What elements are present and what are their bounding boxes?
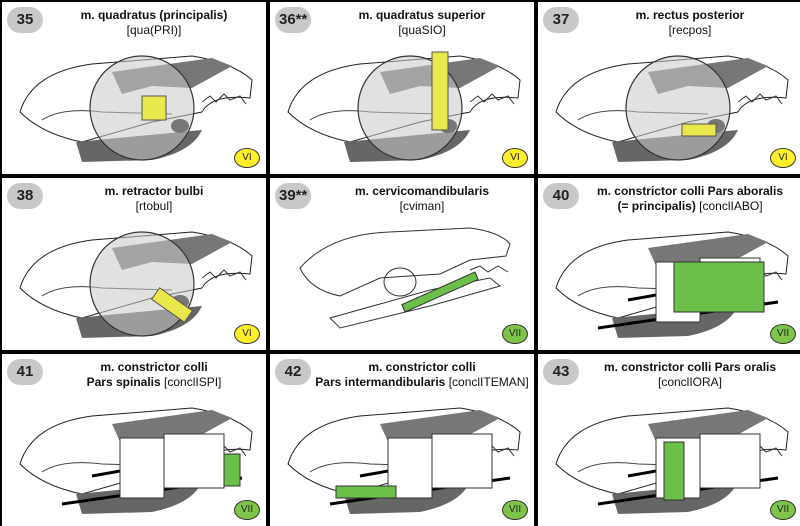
panel-title: m. constrictor colli Pars aboralis (= pr… — [582, 184, 798, 214]
muscle-illustration — [555, 407, 789, 514]
panel-number: 35 — [7, 7, 43, 33]
panel-number: 40 — [543, 183, 579, 209]
panel-title: m. cervicomandibularis [cviman] — [314, 184, 530, 214]
muscle-illustration — [299, 227, 511, 329]
muscle-abbreviation: [conclIORA] — [657, 375, 723, 389]
panel-title: m. constrictor colli Pars oralis [conclI… — [582, 360, 798, 390]
panel-title: m. rectus posterior [recpos] — [582, 8, 798, 38]
nerve-badge: VI — [234, 324, 260, 344]
panel-41: 41 m. constrictor colli Pars spinalis [c… — [2, 354, 266, 526]
panel-title: m. quadratus superior [quaSIO] — [314, 8, 530, 38]
panel-number: 41 — [7, 359, 43, 385]
muscle-name: m. constrictor colli — [368, 360, 476, 374]
muscle-name: m. quadratus superior — [358, 8, 486, 22]
vertebra-outline — [469, 93, 515, 105]
panel-title: m. quadratus (principalis) [qua(PRI)] — [46, 8, 262, 38]
vertebra-outline — [737, 93, 783, 105]
panel-number: 37 — [543, 7, 579, 33]
muscle-name: m. constrictor colli Pars oralis — [603, 360, 777, 374]
muscle-illustration — [19, 407, 253, 514]
skull-suture-line — [577, 462, 709, 473]
nerve-badge: VI — [770, 148, 796, 168]
nerve-badge: VII — [502, 324, 528, 344]
skull-suture-line — [309, 462, 441, 473]
panel-35: 35 m. quadratus (principalis) [qua(PRI)]… — [2, 2, 266, 174]
panel-number: 43 — [543, 359, 579, 385]
highlighted-muscle — [150, 287, 194, 323]
muscle-abbreviation: [conclISPI] — [164, 375, 222, 389]
muscle-name: m. cervicomandibularis — [354, 184, 490, 198]
muscle-name-part2: Pars intermandibularis — [315, 375, 446, 389]
muscle-illustration — [287, 407, 521, 514]
dark-bone-region — [648, 234, 768, 270]
highlighted-muscle — [141, 95, 167, 121]
nerve-badge: VI — [502, 148, 528, 168]
eye-orbit-circle — [625, 55, 731, 161]
panel-number: 36** — [275, 7, 312, 33]
muscle-name: m. rectus posterior — [635, 8, 745, 22]
panel-36: 36** m. quadratus superior [quaSIO] VI — [270, 2, 534, 174]
nerve-badge: VII — [502, 500, 528, 520]
panel-37: 37 m. rectus posterior [recpos] VI — [538, 2, 800, 174]
panel-title: m. retractor bulbi [rtobul] — [46, 184, 262, 214]
eye-lens-spot — [171, 119, 189, 133]
panel-38: 38 m. retractor bulbi [rtobul] VI — [2, 178, 266, 350]
muscle-name-part2: (= principalis) — [617, 199, 696, 213]
nerve-badge: VII — [770, 324, 796, 344]
highlighted-muscle — [681, 123, 717, 137]
muscle-box-anterior — [119, 437, 165, 499]
muscle-name-part2: Pars spinalis — [86, 375, 161, 389]
muscle-illustration — [555, 55, 789, 162]
muscle-abbreviation: [qua(PRI)] — [126, 23, 182, 37]
dark-bone-region — [648, 410, 768, 446]
highlighted-muscle — [223, 453, 241, 487]
muscle-illustration — [19, 231, 253, 338]
nerve-badge: VII — [234, 500, 260, 520]
skull-suture-line — [577, 286, 709, 297]
panel-number: 38 — [7, 183, 43, 209]
dark-bone-region — [380, 410, 500, 446]
nerve-badge: VII — [770, 500, 796, 520]
highlighted-muscle — [673, 261, 765, 313]
highlighted-muscle — [401, 271, 479, 313]
skull-suture-line — [41, 462, 173, 473]
muscle-name: m. constrictor colli Pars aboralis — [596, 184, 784, 198]
muscle-box-posterior — [431, 433, 493, 489]
panel-39: 39** m. cervicomandibularis [cviman] VII — [270, 178, 534, 350]
muscle-illustration — [19, 55, 253, 162]
muscle-name: m. retractor bulbi — [104, 184, 204, 198]
eye-orbit-circle — [89, 231, 195, 337]
orbit-outline — [383, 267, 417, 297]
muscle-abbreviation: [recpos] — [668, 23, 712, 37]
panel-43: 43 m. constrictor colli Pars oralis [con… — [538, 354, 800, 526]
vertebra-outline — [201, 269, 247, 281]
panel-40: 40 m. constrictor colli Pars aboralis (=… — [538, 178, 800, 350]
muscle-illustration — [555, 231, 789, 338]
vertebra-outline — [201, 93, 247, 105]
muscle-abbreviation: [cviman] — [399, 199, 445, 213]
muscle-box-posterior — [699, 433, 761, 489]
vertebra-outline — [469, 265, 509, 273]
muscle-illustration — [287, 51, 521, 162]
muscle-abbreviation: [quaSIO] — [398, 23, 446, 37]
panel-title: m. constrictor colli Pars spinalis [conc… — [46, 360, 262, 390]
dark-bone-region — [112, 410, 232, 446]
muscle-abbreviation: [conclITEMAN] — [448, 375, 529, 389]
muscle-abbreviation: [conclIABO] — [699, 199, 763, 213]
highlighted-muscle — [431, 51, 449, 131]
panel-number: 42 — [275, 359, 311, 385]
highlighted-muscle — [335, 485, 397, 499]
muscle-abbreviation: [rtobul] — [135, 199, 173, 213]
muscle-box-posterior — [163, 433, 225, 489]
panel-number: 39** — [275, 183, 312, 209]
panel-42: 42 m. constrictor colli Pars intermandib… — [270, 354, 534, 526]
highlighted-muscle — [663, 441, 685, 501]
nerve-badge: VI — [234, 148, 260, 168]
skull-outline — [299, 227, 511, 297]
muscle-name: m. quadratus (principalis) — [80, 8, 228, 22]
muscle-name: m. constrictor colli — [100, 360, 208, 374]
panel-title: m. constrictor colli Pars intermandibula… — [314, 360, 530, 390]
